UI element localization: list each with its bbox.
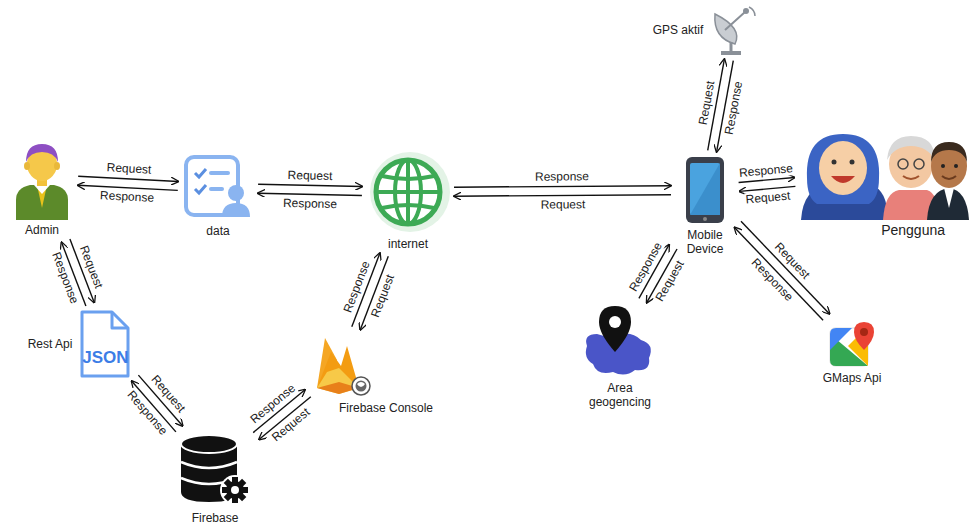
node-label: Firebase Console bbox=[339, 401, 433, 415]
firebase-console: Firebase Console bbox=[311, 332, 433, 415]
gmaps-api: GMaps Api bbox=[823, 320, 882, 385]
node-label: data bbox=[206, 224, 229, 238]
admin-figure: Admin bbox=[10, 138, 74, 237]
node-label: Mobile Device bbox=[675, 228, 735, 256]
icon-text: JSON bbox=[78, 348, 132, 368]
gmaps-icon bbox=[828, 320, 876, 368]
connector-arrow bbox=[78, 176, 178, 181]
people-icon bbox=[799, 128, 969, 220]
edge-label: Request bbox=[653, 257, 687, 304]
node-label: GMaps Api bbox=[823, 371, 882, 385]
firebase-database: Firebase bbox=[177, 432, 253, 524]
edge-label: Request bbox=[105, 162, 152, 177]
gps-satellite: GPS aktif bbox=[653, 4, 760, 56]
node-label: Admin bbox=[25, 223, 59, 237]
flame-icon bbox=[311, 332, 373, 398]
area-icon bbox=[581, 304, 659, 378]
node-label: Area geogencing bbox=[584, 381, 656, 409]
edge-label: Request bbox=[77, 243, 106, 291]
edge-label: Request bbox=[744, 190, 792, 207]
connector-arrow bbox=[454, 186, 671, 188]
connector-arrow bbox=[741, 221, 830, 314]
users-group: Pengguna bbox=[799, 128, 969, 237]
edge-label: Response bbox=[99, 189, 156, 205]
edge-label: Response bbox=[534, 170, 590, 183]
edge-label: Response bbox=[723, 79, 746, 136]
edge-label: Request bbox=[696, 79, 717, 127]
node-label: Pengguna bbox=[881, 223, 945, 237]
connector-arrow bbox=[258, 184, 362, 186]
geofence-area: Area geogencing bbox=[581, 304, 659, 409]
rest-api-file: Rest ApiJSON bbox=[28, 308, 133, 380]
node-label: GPS aktif bbox=[653, 23, 704, 37]
phone-icon bbox=[684, 155, 726, 225]
connector-arrow bbox=[258, 193, 362, 195]
data-icon bbox=[182, 155, 254, 221]
node-label: Rest Api bbox=[28, 337, 73, 351]
globe-icon bbox=[366, 150, 450, 234]
data-icon: data bbox=[182, 155, 254, 238]
edge-label: Response bbox=[341, 258, 373, 315]
connector-arrow bbox=[735, 227, 824, 320]
admin-icon bbox=[10, 138, 74, 220]
mobile-device: Mobile Device bbox=[675, 155, 735, 256]
edge-label: Request bbox=[269, 405, 313, 445]
node-label: internet bbox=[388, 237, 428, 251]
edge-label: Request bbox=[287, 169, 334, 183]
dish-icon bbox=[709, 4, 759, 56]
internet-globe: internet bbox=[366, 150, 450, 251]
edge-label: Response bbox=[49, 249, 81, 306]
json-icon: JSON bbox=[78, 308, 132, 380]
db-icon bbox=[177, 432, 253, 508]
edge-label: Request bbox=[539, 198, 586, 211]
edge-label: Request bbox=[369, 272, 398, 320]
connector-arrow bbox=[454, 195, 671, 197]
edge-label: Response bbox=[282, 197, 338, 211]
edge-label: Response bbox=[737, 162, 794, 180]
node-label: Firebase bbox=[192, 511, 239, 524]
